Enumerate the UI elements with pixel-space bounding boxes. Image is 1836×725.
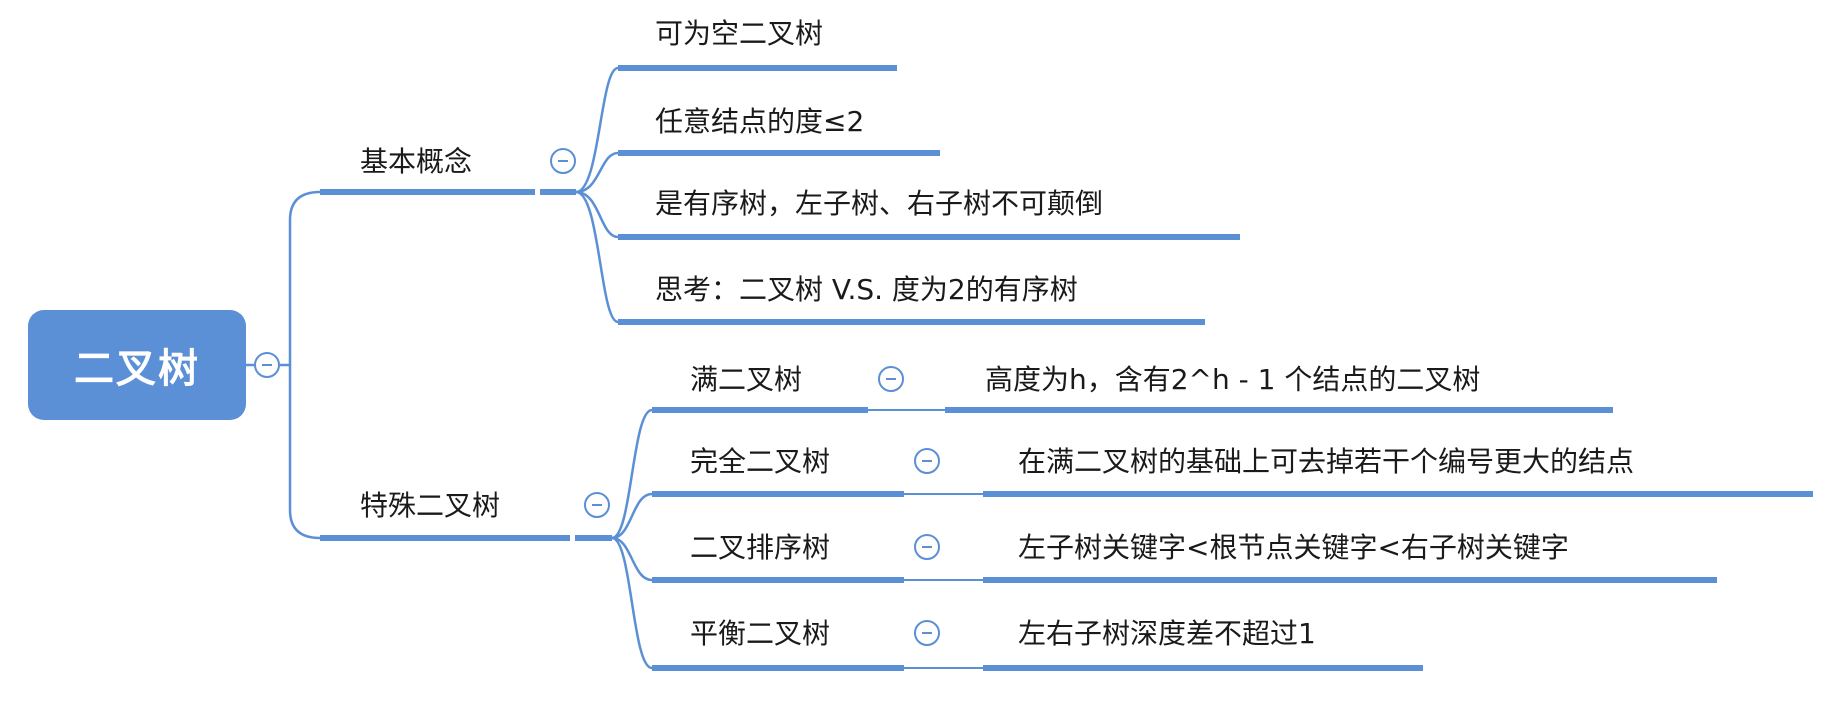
edge-basic-child-2 <box>574 190 620 239</box>
root-label: 二叉树 <box>74 346 200 392</box>
underline-special-detail-2 <box>983 577 1717 583</box>
node-full-binary-tree[interactable]: 满二叉树 <box>690 363 803 396</box>
leaf-ordered-tree[interactable]: 是有序树，左子树、右子树不可颠倒 <box>655 187 1104 220</box>
root-node[interactable]: 二叉树 <box>28 310 246 420</box>
underline-special-detail-0 <box>945 407 1613 413</box>
node-balanced-binary-tree[interactable]: 平衡二叉树 <box>690 617 831 650</box>
underline-special-node-2 <box>652 577 904 583</box>
underline-special-node-0 <box>652 407 868 413</box>
underline-special-node-3 <box>652 665 904 671</box>
node-full-binary-tree-collapse-icon[interactable] <box>878 366 904 392</box>
underline-basic-concepts-tail <box>540 189 576 195</box>
detail-full-binary-tree[interactable]: 高度为h，含有2^h - 1 个结点的二叉树 <box>985 363 1481 396</box>
edge-special-child-1 <box>610 492 654 540</box>
branch-basic-concepts-collapse-icon[interactable] <box>550 148 576 174</box>
detail-balanced-binary-tree[interactable]: 左右子树深度差不超过1 <box>1018 617 1316 650</box>
detail-complete-binary-tree[interactable]: 在满二叉树的基础上可去掉若干个编号更大的结点 <box>1018 445 1635 478</box>
leaf-degree-limit[interactable]: 任意结点的度≤2 <box>655 105 865 138</box>
root-collapse-icon[interactable] <box>254 352 280 378</box>
underline-special-trees-tail <box>575 535 612 541</box>
edge-root-trunk <box>288 190 322 540</box>
edge-basic-child-3 <box>574 190 620 324</box>
branch-special-trees-collapse-icon[interactable] <box>584 492 610 518</box>
node-balanced-binary-tree-collapse-icon[interactable] <box>914 620 940 646</box>
node-binary-search-tree[interactable]: 二叉排序树 <box>690 531 831 564</box>
edge-special-child-3 <box>610 536 654 670</box>
underline-basic-child-3 <box>618 319 1205 325</box>
edge-special-child-2 <box>610 536 654 582</box>
branch-special-trees[interactable]: 特殊二叉树 <box>360 489 501 522</box>
edge-basic-child-0 <box>574 66 620 194</box>
underline-basic-concepts <box>320 189 535 195</box>
underline-special-node-1 <box>652 491 904 497</box>
edge-basic-child-1 <box>574 151 620 194</box>
node-complete-binary-tree-collapse-icon[interactable] <box>914 448 940 474</box>
branch-basic-concepts[interactable]: 基本概念 <box>360 145 473 178</box>
underline-special-trees <box>320 535 570 541</box>
underline-basic-child-2 <box>618 234 1240 240</box>
node-binary-search-tree-collapse-icon[interactable] <box>914 534 940 560</box>
leaf-think-compare[interactable]: 思考：二叉树 V.S. 度为2的有序树 <box>655 273 1078 306</box>
leaf-empty-binary-tree[interactable]: 可为空二叉树 <box>655 17 824 50</box>
node-complete-binary-tree[interactable]: 完全二叉树 <box>690 445 831 478</box>
underline-special-detail-1 <box>983 491 1813 497</box>
edge-special-child-0 <box>610 408 654 540</box>
underline-basic-child-1 <box>618 150 940 156</box>
underline-special-detail-3 <box>983 665 1423 671</box>
detail-binary-search-tree[interactable]: 左子树关键字<根节点关键字<右子树关键字 <box>1018 531 1569 564</box>
underline-basic-child-0 <box>618 65 897 71</box>
